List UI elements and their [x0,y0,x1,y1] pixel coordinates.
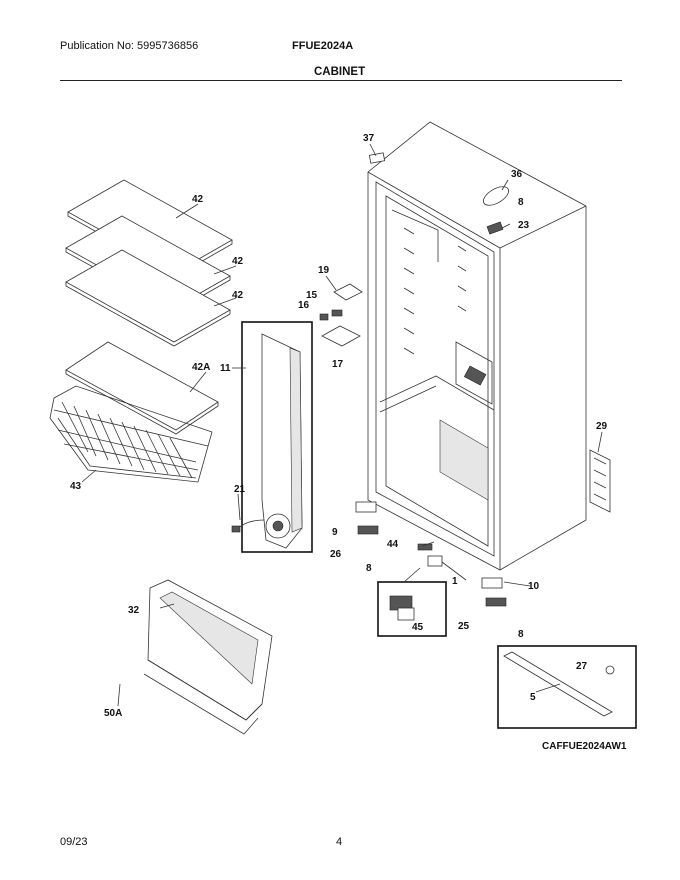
callout-43: 43 [70,481,82,492]
part-5-inset [497,645,637,729]
callout-50A: 50A [104,708,122,719]
callout-15: 15 [306,290,318,301]
callout-26: 26 [330,549,342,560]
callout-5: 5 [530,692,536,703]
callout-42-top: 42 [192,194,204,205]
part-29-rear-panel [589,449,611,513]
part-32-kick-plate [143,579,273,735]
callout-8-left: 8 [366,563,372,574]
callout-42-middle: 42 [232,256,244,267]
shelf-lower [65,249,231,347]
callout-1: 1 [452,576,458,587]
model-number: FFUE2024A [292,40,354,52]
callout-36: 36 [511,169,523,180]
callout-8-top: 8 [518,197,524,208]
diagram-code: CAFFUE2024AW1 [542,741,627,752]
callout-29: 29 [596,421,608,432]
cabinet-liner-rails [403,227,467,355]
callout-21: 21 [234,484,246,495]
callout-45: 45 [412,622,424,633]
callout-9: 9 [332,527,338,538]
footer-date: 09/23 [60,836,88,848]
part-23-bracket [486,221,504,235]
basket-cover [65,341,219,435]
callout-44: 44 [387,539,399,550]
cabinet-body [367,121,587,571]
part-44-1-leveler [417,543,443,567]
callout-11: 11 [220,363,231,374]
part-45-inset [377,567,447,637]
publication-number: Publication No: 5995736856 [60,40,199,52]
callout-23: 23 [518,220,530,231]
callout-32: 32 [128,605,140,616]
leader-lines [81,143,603,707]
part-37-label [368,152,386,164]
callout-25: 25 [458,621,470,632]
page-number: 4 [336,836,343,848]
callout-16: 16 [298,300,310,311]
callout-10: 10 [528,581,540,592]
part-19-15-16-control [319,283,363,321]
header-rule [60,80,622,81]
part-10-25-hinge-right [481,577,507,607]
callout-8-right: 8 [518,629,524,640]
part-17-housing [321,325,361,347]
callout-37: 37 [363,133,375,144]
callout-27: 27 [576,661,588,672]
callout-42A: 42A [192,362,210,373]
wire-basket [49,385,213,483]
section-title: CABINET [314,66,366,78]
part-36-light-cover [482,186,510,206]
evaporator-cover-assembly [231,321,313,553]
part-9-26-hinge-left [355,501,379,535]
callout-19: 19 [318,265,330,276]
callout-42-lower: 42 [232,290,244,301]
callout-17: 17 [332,359,344,370]
